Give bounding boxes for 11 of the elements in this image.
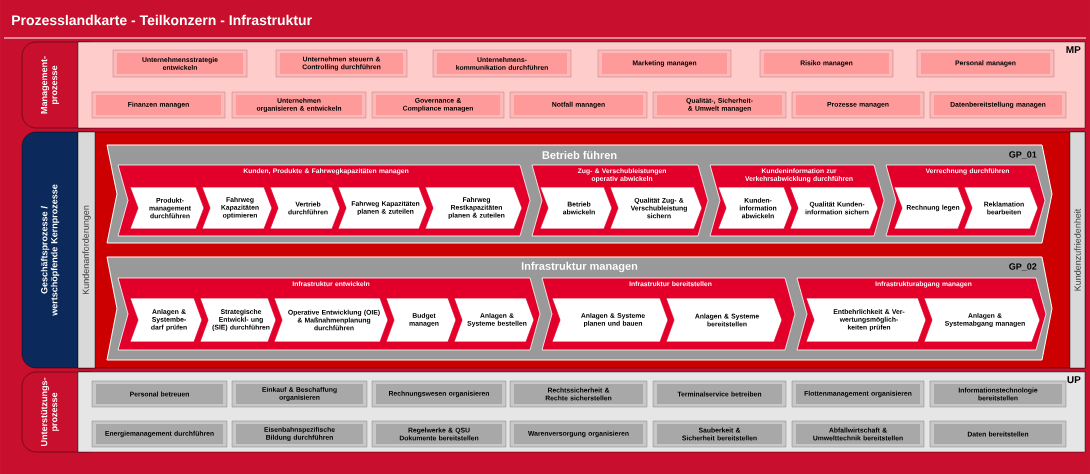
process-code: GP_01: [1009, 151, 1037, 159]
title: Prozesslandkarte - Teilkonzern - Infrastruktur: [12, 14, 312, 26]
side-band: [1069, 131, 1086, 369]
process-code: GP_02: [1009, 263, 1037, 271]
section-code: MP: [1066, 46, 1081, 54]
side-band: [77, 131, 96, 369]
section-code: UP: [1067, 376, 1081, 384]
band-title: Betrieb führen: [542, 150, 617, 160]
band-label: Kundenzufriedenheit: [1074, 208, 1081, 291]
band-label: Kundenanforderungen: [82, 205, 91, 295]
band-title: Infrastruktur managen: [521, 261, 638, 273]
